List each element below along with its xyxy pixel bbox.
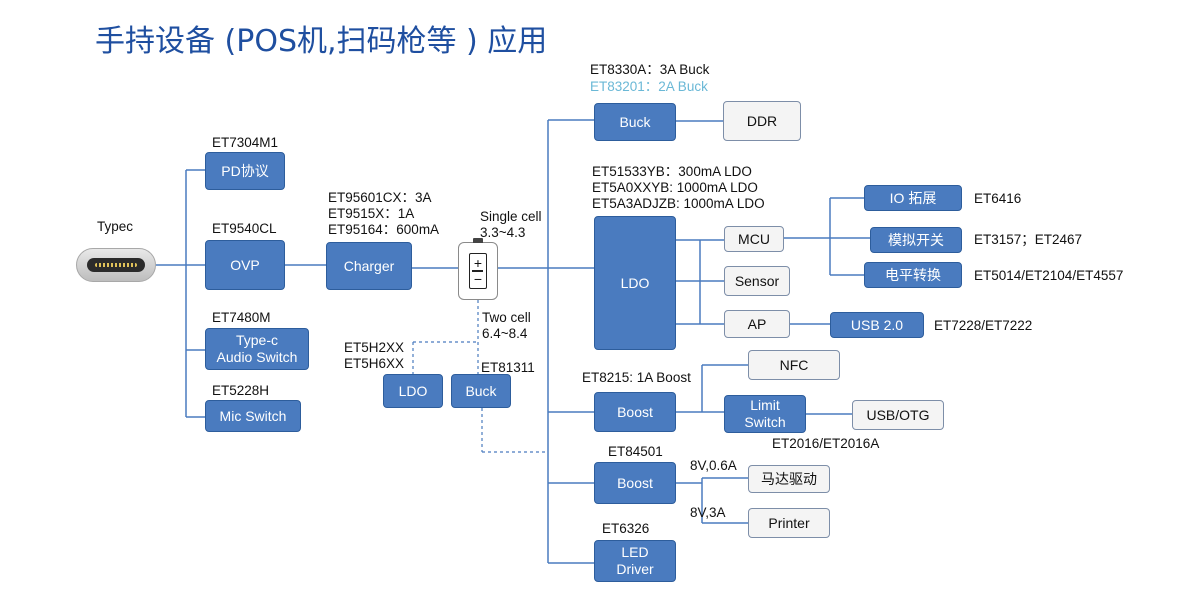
small-ldo-block: LDO [383, 374, 443, 408]
small-ldo-parts-label: ET5H2XX ET5H6XX [344, 340, 405, 371]
ovp-block: OVP [205, 240, 285, 290]
charger-block: Charger [326, 242, 412, 290]
boost2-part-label: ET84501 [608, 444, 663, 459]
io-part-label: ET6416 [974, 191, 1022, 206]
typec-label: Typec [97, 219, 134, 234]
pd-part-label: ET7304M1 [212, 135, 279, 150]
audio-part-label: ET7480M [212, 310, 271, 325]
nfc-block: NFC [748, 350, 840, 380]
usb-otg-block: USB/OTG [852, 400, 944, 430]
led-driver-block: LED Driver [594, 540, 676, 582]
mic-part-label: ET5228H [212, 383, 270, 398]
motor-driver-block: 马达驱动 [748, 465, 830, 493]
buck-part-label-1: ET8330A：3A Buck [590, 62, 710, 77]
buck-block: Buck [594, 103, 676, 141]
limit-parts-label: ET2016/ET2016A [772, 436, 880, 451]
usb2-block: USB 2.0 [830, 312, 924, 338]
mcu-block: MCU [724, 226, 784, 252]
sensor-block: Sensor [724, 266, 790, 296]
ap-block: AP [724, 310, 790, 338]
boost2-block: Boost [594, 462, 676, 504]
boost1-part-label: ET8215: 1A Boost [582, 370, 691, 385]
ldo-main-block: LDO [594, 216, 676, 350]
limit-switch-block: Limit Switch [724, 395, 806, 433]
led-part-label: ET6326 [602, 521, 650, 536]
level-parts-label: ET5014/ET2104/ET4557 [974, 268, 1124, 283]
ddr-block: DDR [723, 101, 801, 141]
io-expander-block: IO 拓展 [864, 185, 962, 211]
analog-switch-block: 模拟开关 [870, 227, 962, 253]
analog-parts-label: ET3157；ET2467 [974, 232, 1083, 247]
usb2-parts-label: ET7228/ET7222 [934, 318, 1033, 333]
ldo-parts-label: ET51533YB：300mA LDO ET5A0XXYB: 1000mA LD… [592, 164, 765, 211]
ovp-part-label: ET9540CL [212, 221, 277, 236]
small-buck-block: Buck [451, 374, 511, 408]
boost1-block: Boost [594, 392, 676, 432]
pd-block: PD协议 [205, 152, 285, 190]
single-cell-label: Single cell 3.3~4.3 [480, 209, 542, 240]
typec-audio-switch-block: Type-c Audio Switch [205, 328, 309, 370]
printer-block: Printer [748, 508, 830, 538]
charger-parts-label: ET95601CX：3A ET9515X：1A ET95164：600mA [328, 190, 440, 237]
level-shifter-block: 电平转换 [864, 262, 962, 288]
usb-c-connector-icon [76, 248, 156, 282]
two-cell-label: Two cell 6.4~8.4 [482, 310, 531, 341]
motor-spec-label: 8V,0.6A [690, 458, 737, 473]
battery-icon: +− [458, 238, 498, 300]
small-buck-part-label: ET81311 [481, 360, 535, 375]
printer-spec-label: 8V,3A [690, 505, 726, 520]
buck-part-label-2: ET83201：2A Buck [590, 79, 708, 94]
mic-switch-block: Mic Switch [205, 400, 301, 432]
page-title: 手持设备 (POS机,扫码枪等 ) 应用 [95, 24, 548, 59]
